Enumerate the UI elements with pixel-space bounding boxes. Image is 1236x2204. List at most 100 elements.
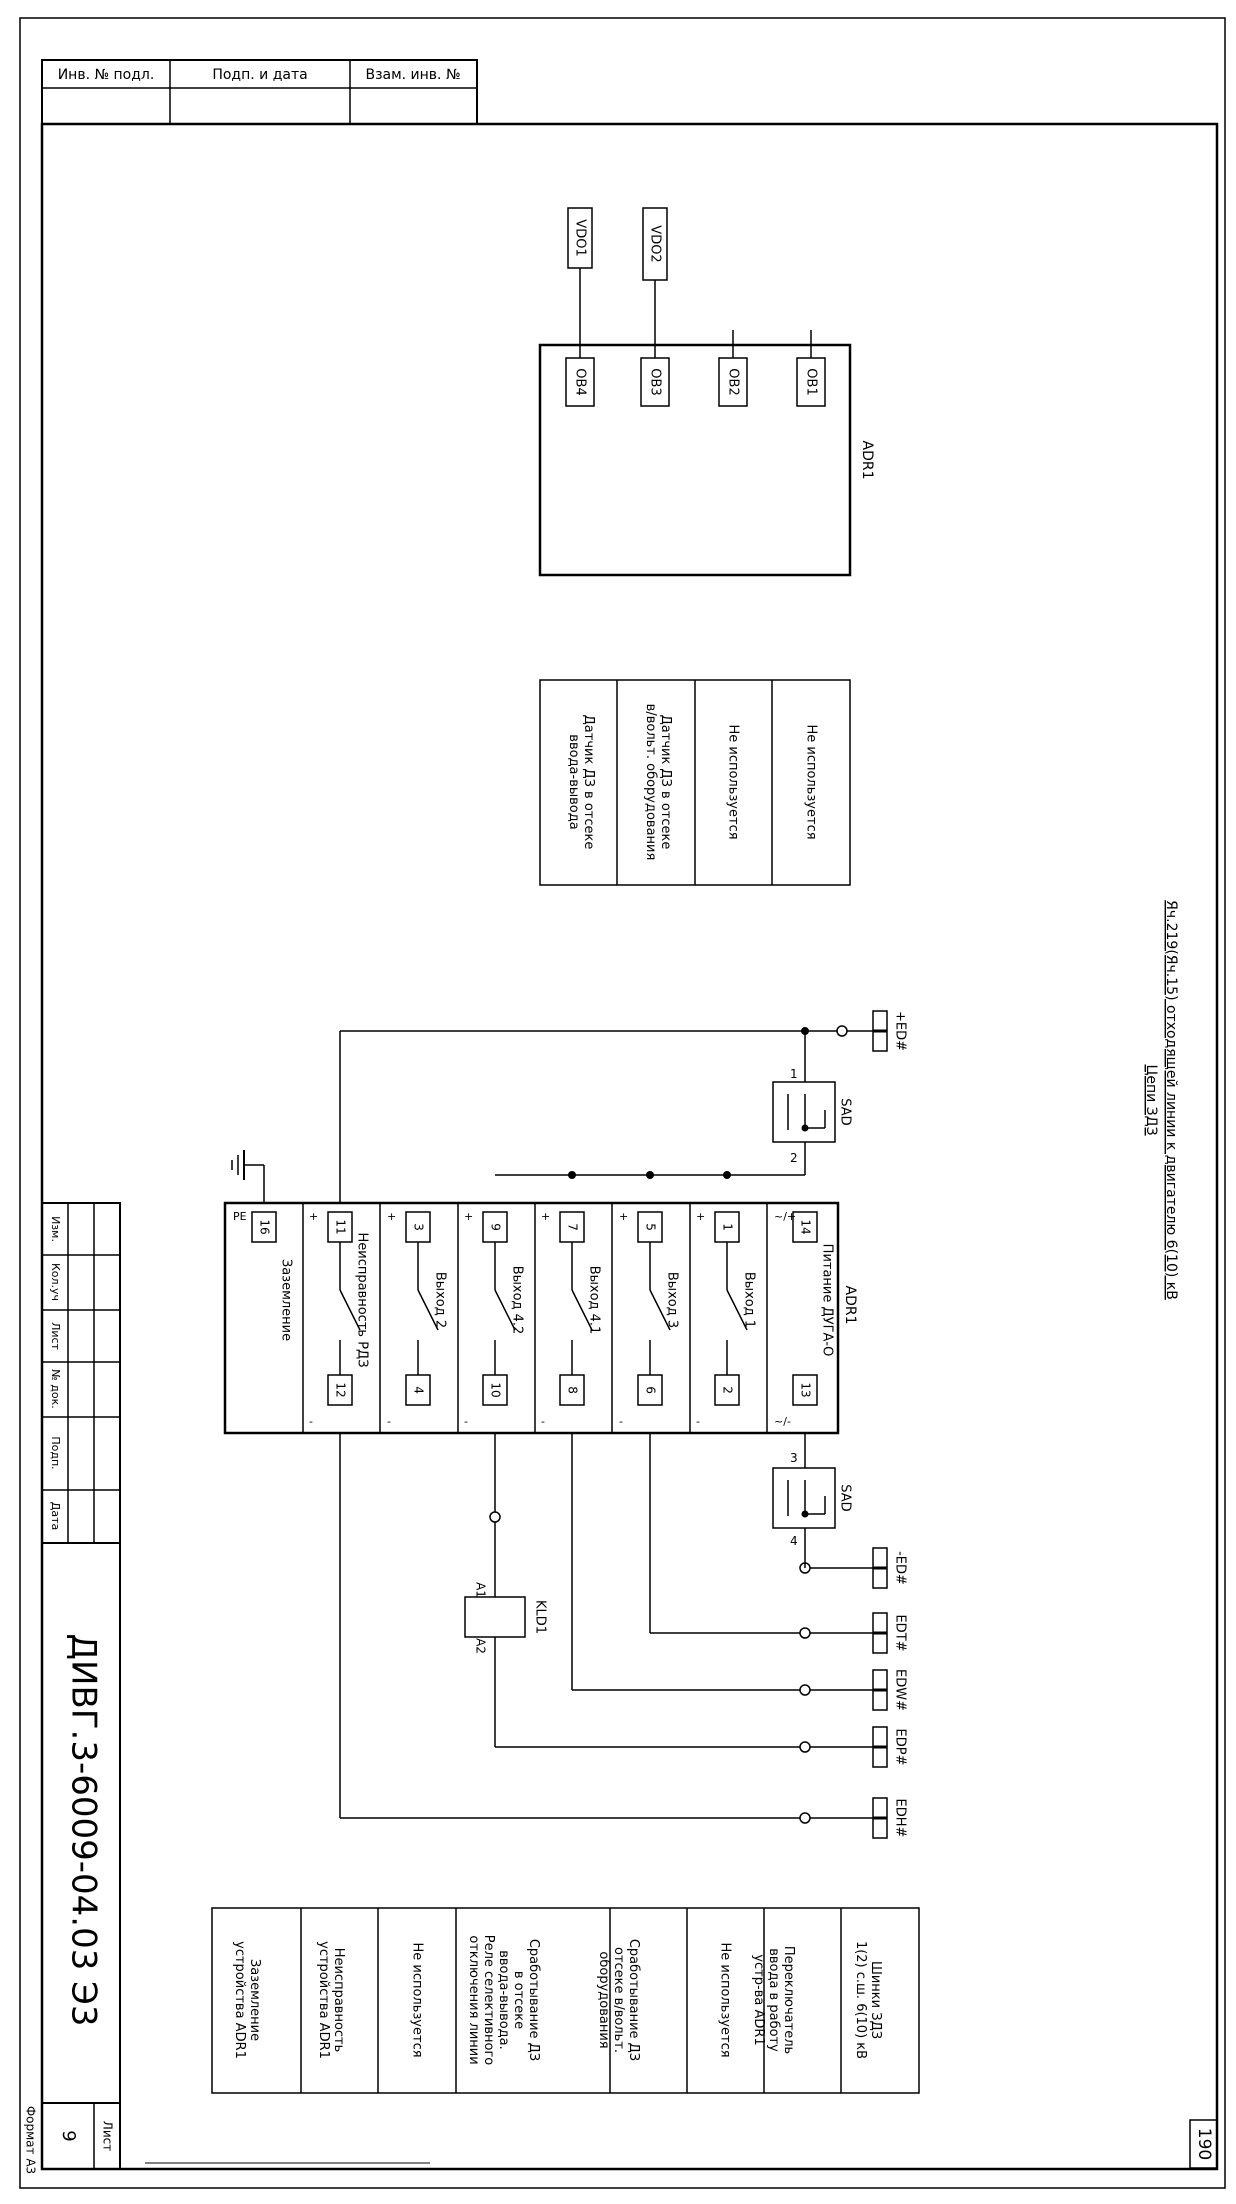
row-name-label: Выход 4.1 [587,1266,602,1335]
adr-top-output-ob4: OB4 [565,268,595,407]
output-terminal-4: EDH# [799,1797,908,1839]
doc-code: ДИВГ.3-6009-04.03 Э3 [64,1633,104,2026]
terminal-label: 16 [258,1219,272,1234]
adr-row-6: 3+Выход 24- [387,1210,448,1428]
sad1-pin1: 1 [790,1067,798,1081]
approval-stamp: Инв. № подл. Подп. и дата Взам. инв. № [41,59,478,125]
sad-switch-2: SAD 3 4 [772,1433,853,1568]
ob2-label: OB2 [726,368,741,395]
sad2-pin4: 4 [790,1534,798,1548]
supply-minus-label: -ED# [893,1551,908,1585]
terminal-label: 2 [721,1386,735,1394]
polarity-label: - [541,1415,545,1428]
tb-list: Лист [49,1322,62,1350]
polarity-label: - [387,1415,391,1428]
kld1-a2: A2 [474,1638,488,1654]
polarity-label: ~/- [774,1415,791,1428]
supply-plus: +ED# [339,1010,908,1203]
terminal-label: 7 [566,1223,580,1231]
page-number: 190 [1194,2128,1214,2160]
top-table-cell-2: Не используется [726,724,741,839]
bottom-table-cell-5: Сработывание ДЗв отсекеввода-вывода.Реле… [466,1935,541,2066]
sad2-label: SAD [838,1484,853,1511]
tb-podp: Подп. [49,1436,62,1469]
stamp-podp-data: Подп. и дата [212,67,307,83]
tb-ndok: № док. [49,1369,62,1408]
row-name-label: Питание ДУГА-О [820,1244,835,1357]
terminal-label: 14 [799,1219,813,1234]
top-description-table: Не используется Не используется Датчик Д… [539,679,851,886]
output-label: EDH# [893,1799,908,1838]
terminal-label: 4 [412,1386,426,1394]
ob4-label: OB4 [573,368,588,395]
kld1-relay: KLD1 A1 A2 [464,1433,548,1747]
polarity-label: ~/+ [774,1210,796,1223]
adr-top-name: ADR1 [859,441,875,480]
supply-plus-label: +ED# [893,1011,908,1051]
output-label: EDW# [893,1669,908,1711]
row-name-label: Выход 2 [433,1272,448,1328]
title-line2: Цепи ЗДЗ [1143,1064,1159,1135]
polarity-label: + [696,1210,705,1223]
ground-icon [231,1150,265,1203]
polarity-label: PE [233,1210,247,1223]
adr1-main-block: ADR1 [223,1201,858,1435]
kld1-a1: A1 [474,1582,488,1598]
output-terminal-3: EDP# [799,1726,908,1768]
sad1-pin2: 2 [790,1151,798,1165]
output-terminal-2: EDW# [799,1669,908,1711]
adr-row-2: 1+Выход 12- [696,1210,757,1428]
junction-dot [723,1171,731,1179]
polarity-label: + [387,1210,396,1223]
kld1-label: KLD1 [533,1600,548,1634]
top-table-cell-3: Датчик ДЗ в отсекев/вольт. оборудования [643,704,673,861]
adr-main-name: ADR1 [842,1286,858,1325]
row-name-label: Заземление [279,1259,294,1341]
sad-switch-1: SAD 1 2 [495,1067,853,1179]
adr-row-4: 7 + Выход 4.1 8 - [541,1210,602,1428]
polarity-label: + [309,1210,318,1223]
polarity-label: + [541,1210,550,1223]
junction-dot [568,1171,576,1179]
polarity-label: - [464,1415,468,1428]
output-wires [339,1433,800,1819]
bottom-table-cell-4: Сработывание ДЗотсеке в/вольт.оборудован… [596,1939,641,2061]
row-name-label: Выход 4.2 [510,1266,525,1335]
terminal-label: 10 [489,1382,503,1397]
output-label: EDP# [893,1729,908,1766]
vdo2-box: VDO2 [642,207,668,281]
title-line1: Яч.219(Яч.15) отходящей линии к двигател… [1163,900,1179,1300]
tb-data: Дата [49,1502,62,1530]
polarity-label: - [619,1415,623,1428]
bottom-description-table: Шинки ЗДЗ1(2) с.ш. 6(10) кВ Переключател… [211,1907,920,2094]
adr1-rows: 14~/+Питание ДУГА-О13~/-1+Выход 12-5+Вых… [233,1210,835,1428]
tb-izm: Изм. [49,1216,62,1242]
tb-kol: Кол.уч [49,1263,62,1301]
bottom-table-cell-8: Заземлениеустройства ADR1 [232,1941,262,2059]
stamp-inv-podl: Инв. № подл. [58,67,155,83]
tb-list-label: Лист [101,2121,115,2151]
vdo1-label: VDO1 [573,219,588,256]
terminal-label: 11 [334,1219,348,1234]
bottom-table-cell-6: Не используется [410,1942,425,2057]
polarity-label: + [464,1210,473,1223]
terminal-label: 1 [721,1223,735,1231]
sad1-label: SAD [838,1098,853,1125]
adr-top-output-ob1: OB1 [796,330,826,407]
terminal-label: 9 [489,1223,503,1231]
bottom-table-cell-7: Неисправностьустройства ADR1 [316,1941,346,2059]
supply-minus: -ED# [799,1547,908,1589]
page-number-box: 190 [1189,2119,1218,2169]
output-terminals: EDT# EDW# EDP# EDH# [799,1612,908,1839]
output-terminal-1: EDT# [799,1612,908,1654]
bottom-table-cell-3: Не используется [718,1942,733,2057]
stamp-vzam-inv: Взам. инв. № [365,67,460,83]
terminal-label: 6 [644,1386,658,1394]
junction-dot [646,1171,654,1179]
polarity-label: - [309,1415,313,1428]
adr-row-3: 5+Выход 36- [619,1210,680,1428]
row-name-label: Выход 3 [665,1272,680,1328]
terminal-label: 8 [566,1386,580,1394]
